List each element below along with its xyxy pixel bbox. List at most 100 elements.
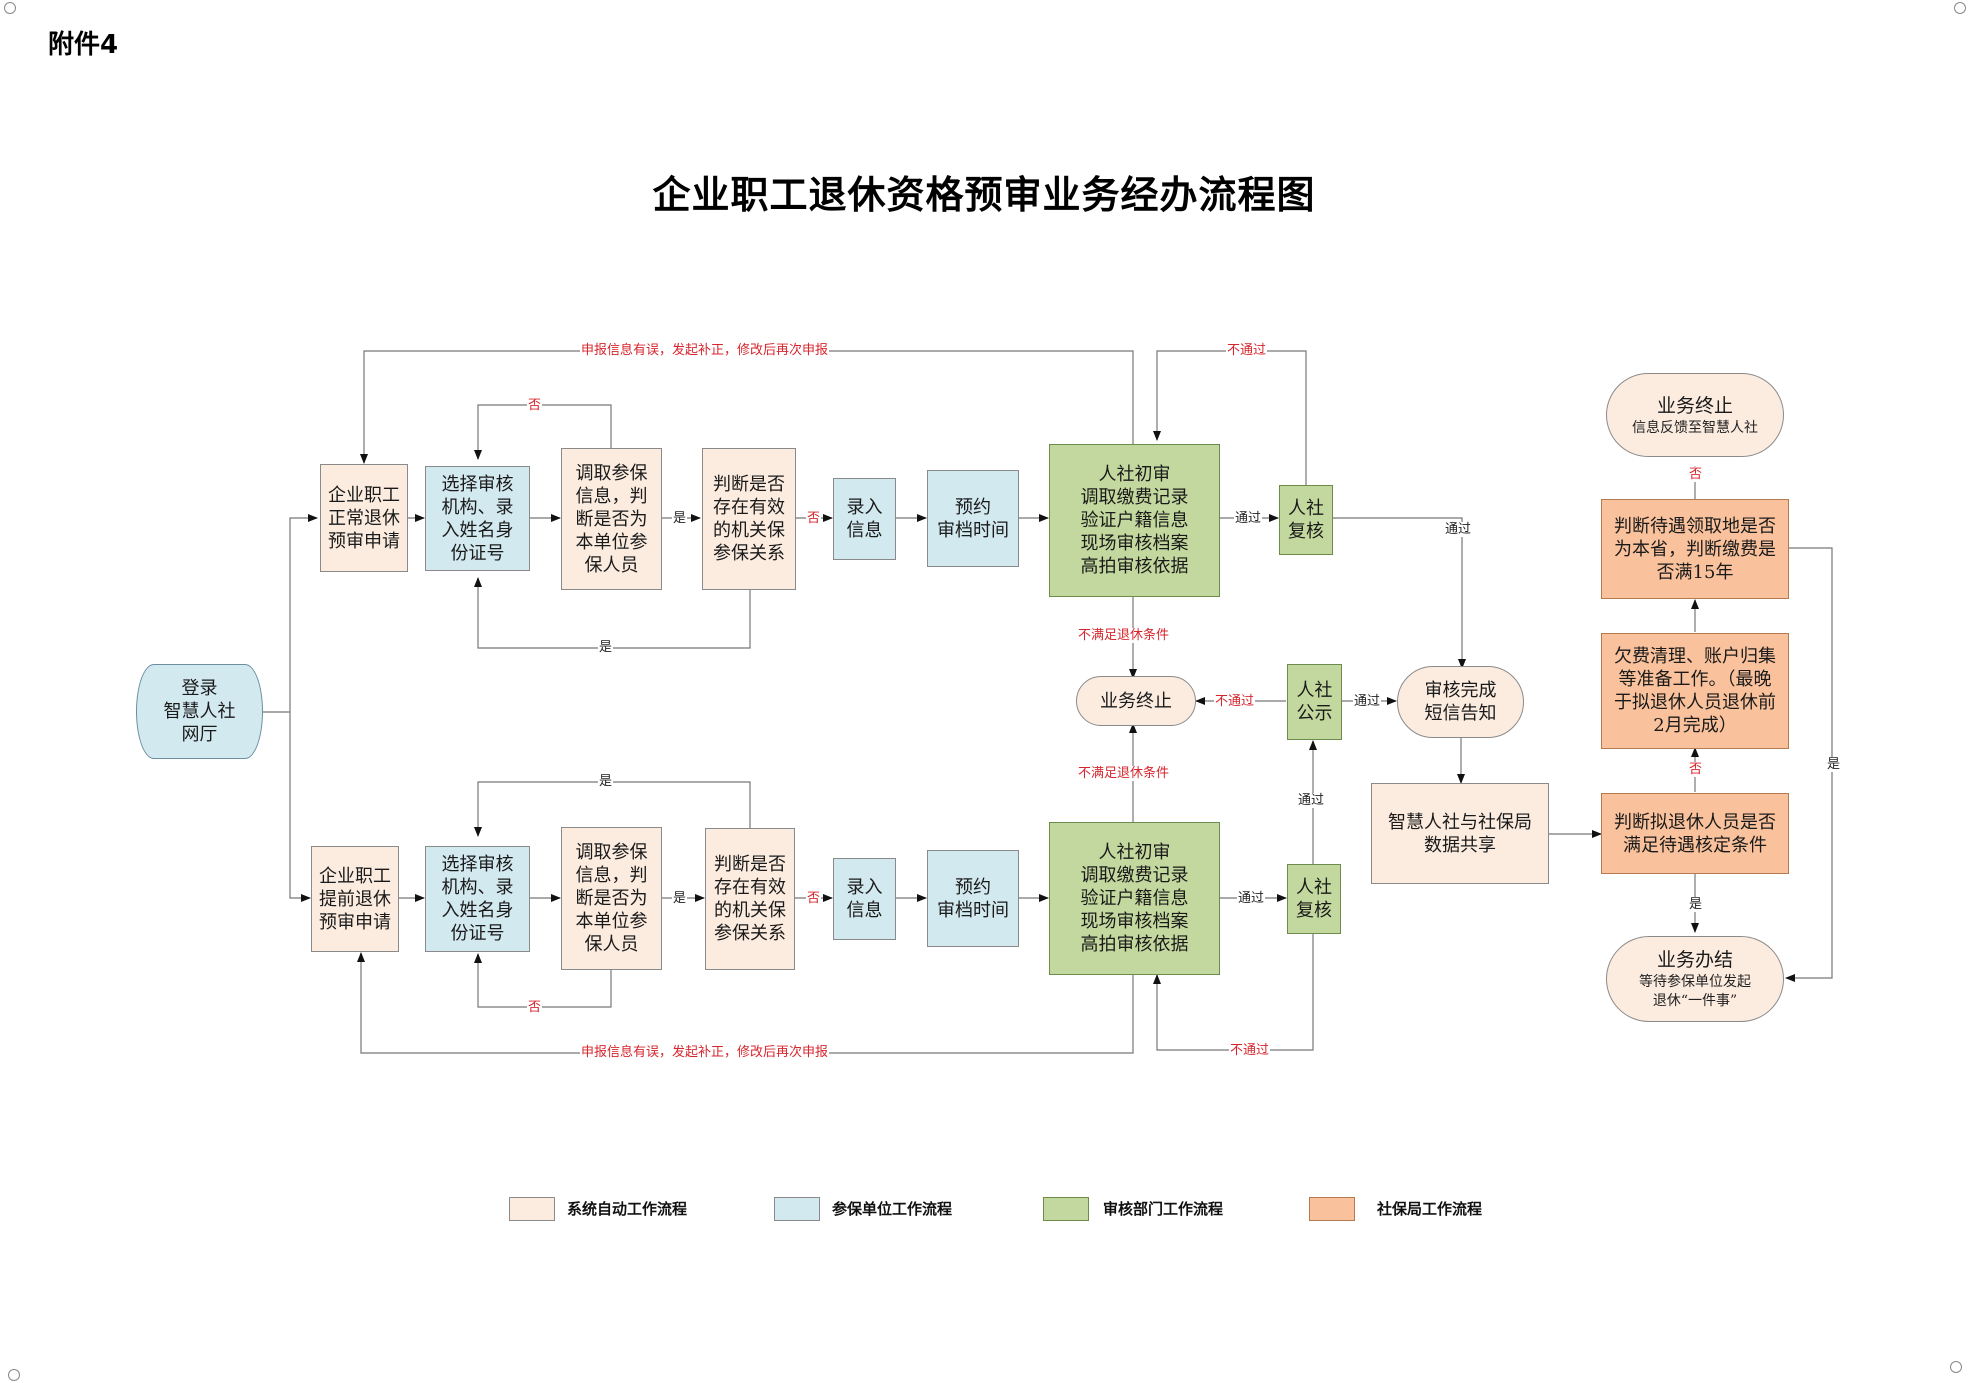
legend-swatch-social-security xyxy=(1309,1197,1355,1221)
edge-label-fail: 不通过 xyxy=(1214,694,1256,709)
edge-label-yes: 是 xyxy=(598,774,614,789)
node-label: 录入 信息 xyxy=(846,877,883,921)
edge-label-pass: 通过 xyxy=(1297,793,1326,808)
node-label: 预约 审档时间 xyxy=(937,496,1009,541)
legend-label-unit: 参保单位工作流程 xyxy=(832,1200,953,1218)
fetch-insurance-node-bottom[interactable]: 调取参保 信息，判 断是否为 本单位参 保人员 xyxy=(561,827,662,970)
page-title: 企业职工退休资格预审业务经办流程图 xyxy=(652,172,1316,217)
complete-node[interactable]: 业务办结 等待参保单位发起 退休“一件事” xyxy=(1606,936,1784,1022)
node-label: 判断是否 存在有效 的机关保 参保关系 xyxy=(713,474,785,564)
data-share-node[interactable]: 智慧人社与社保局 数据共享 xyxy=(1371,783,1549,884)
node-subtitle: 信息反馈至智慧人社 xyxy=(1632,419,1758,436)
normal-retire-apply-node[interactable]: 企业职工 正常退休 预审申请 xyxy=(320,464,408,572)
edge-label-pass: 通过 xyxy=(1234,511,1263,526)
book-time-node-top[interactable]: 预约 审档时间 xyxy=(927,470,1019,567)
edge-label-pass: 通过 xyxy=(1353,694,1382,709)
edge-label-no: 否 xyxy=(527,398,543,413)
edge-label-pass: 通过 xyxy=(1237,891,1266,906)
edge-resubmit-top xyxy=(360,350,1134,464)
edge-label-resubmit-bottom: 申报信息有误，发起补正，修改后再次申报 xyxy=(580,1045,830,1060)
terminate-node-top[interactable]: 业务终止 信息反馈至智慧人社 xyxy=(1606,373,1784,457)
legend-swatch-review xyxy=(1043,1197,1089,1221)
node-label: 企业职工 提前退休 预审申请 xyxy=(319,865,391,933)
edge-label-yes: 是 xyxy=(1688,897,1704,912)
edge-label-no: 否 xyxy=(806,891,822,906)
node-label: 人社 复核 xyxy=(1288,498,1324,542)
edge-judge-yes xyxy=(474,577,751,649)
edge-label-yes: 是 xyxy=(598,640,614,655)
initial-review-node-top[interactable]: 人社初审 调取缴费记录 验证户籍信息 现场审核档案 高拍审核依据 xyxy=(1049,444,1220,597)
login-label: 登录 智慧人社 网厅 xyxy=(163,678,236,745)
early-retire-apply-node[interactable]: 企业职工 提前退休 预审申请 xyxy=(311,846,399,952)
edge-label-resubmit-top: 申报信息有误，发起补正，修改后再次申报 xyxy=(580,343,830,358)
node-label: 调取参保 信息，判 断是否为 本单位参 保人员 xyxy=(575,462,648,576)
legend-swatch-unit xyxy=(774,1197,820,1221)
node-label: 人社初审 调取缴费记录 验证户籍信息 现场审核档案 高拍审核依据 xyxy=(1080,464,1189,577)
select-org-node-bottom[interactable]: 选择审核 机构、录 入姓名身 份证号 xyxy=(425,846,530,952)
edge-label-not-eligible: 不满足退休条件 xyxy=(1077,766,1171,781)
entry-info-node-bottom[interactable]: 录入 信息 xyxy=(833,858,896,940)
legend-label-review: 审核部门工作流程 xyxy=(1103,1200,1224,1218)
edge-fetch-no xyxy=(474,404,612,462)
edge-to-normal xyxy=(289,514,318,712)
edge-label-pass: 通过 xyxy=(1444,522,1473,537)
recheck-node-bottom[interactable]: 人社 复核 xyxy=(1287,864,1341,934)
node-label: 录入 信息 xyxy=(846,497,883,541)
edge-recheck-pass-top xyxy=(1332,517,1466,669)
edge-judge-yes-b xyxy=(474,781,751,837)
fetch-insurance-node-top[interactable]: 调取参保 信息，判 断是否为 本单位参 保人员 xyxy=(561,448,662,590)
node-label: 人社 公示 xyxy=(1296,680,1333,724)
node-label: 欠费清理、账户归集 等准备工作。（最晚 于拟退休人员退休前 2月完成） xyxy=(1614,646,1776,736)
node-label: 判断待遇领取地是否 为本省，判断缴费是 否满15年 xyxy=(1614,515,1776,583)
node-subtitle: 等待参保单位发起 退休“一件事” xyxy=(1639,974,1751,1009)
edge-label-not-eligible: 不满足退休条件 xyxy=(1077,628,1171,643)
node-label: 判断拟退休人员是否 满足待遇核定条件 xyxy=(1614,811,1776,856)
judge-relation-node-bottom[interactable]: 判断是否 存在有效 的机关保 参保关系 xyxy=(705,828,795,970)
edge-label-no: 否 xyxy=(806,511,822,526)
select-org-node-top[interactable]: 选择审核 机构、录 入姓名身 份证号 xyxy=(425,466,530,571)
corner-mark xyxy=(1950,1361,1962,1373)
edge-label-no: 否 xyxy=(1688,762,1704,777)
legend-label-system: 系统自动工作流程 xyxy=(567,1200,688,1218)
node-label: 业务终止 xyxy=(1100,690,1172,712)
book-time-node-bottom[interactable]: 预约 审档时间 xyxy=(927,850,1019,947)
publicity-node[interactable]: 人社 公示 xyxy=(1287,664,1342,740)
legend-swatch-system xyxy=(509,1197,555,1221)
node-label: 人社初审 调取缴费记录 验证户籍信息 现场审核档案 高拍审核依据 xyxy=(1080,842,1189,955)
node-label: 审核完成 短信告知 xyxy=(1424,680,1497,724)
node-label: 预约 审档时间 xyxy=(937,876,1009,921)
node-label: 选择审核 机构、录 入姓名身 份证号 xyxy=(441,854,514,944)
node-label: 选择审核 机构、录 入姓名身 份证号 xyxy=(441,473,514,564)
judge-local-node[interactable]: 判断待遇领取地是否 为本省，判断缴费是 否满15年 xyxy=(1601,499,1789,599)
node-label: 人社 复核 xyxy=(1296,877,1332,921)
node-label: 调取参保 信息，判 断是否为 本单位参 保人员 xyxy=(575,842,648,955)
edge-label-yes: 是 xyxy=(672,511,688,526)
node-label: 智慧人社与社保局 数据共享 xyxy=(1388,811,1532,856)
edge-label-yes: 是 xyxy=(1826,757,1842,772)
judge-eligible-node[interactable]: 判断拟退休人员是否 满足待遇核定条件 xyxy=(1601,793,1789,874)
login-node[interactable]: 登录 智慧人社 网厅 xyxy=(136,664,263,759)
corner-mark xyxy=(1954,2,1966,14)
edge-label-yes: 是 xyxy=(672,891,688,906)
entry-info-node-top[interactable]: 录入 信息 xyxy=(833,478,896,560)
node-label: 企业职工 正常退休 预审申请 xyxy=(328,484,400,552)
edge-label-fail: 不通过 xyxy=(1229,1043,1271,1058)
node-label: 判断是否 存在有效 的机关保 参保关系 xyxy=(714,854,786,944)
edge-fetch-no-b xyxy=(474,953,612,1008)
edge-to-early xyxy=(289,712,311,902)
legend-label-social-security: 社保局工作流程 xyxy=(1377,1200,1483,1218)
node-title: 业务终止 xyxy=(1656,394,1733,417)
judge-relation-node-top[interactable]: 判断是否 存在有效 的机关保 参保关系 xyxy=(702,448,796,590)
node-title: 业务办结 xyxy=(1656,949,1733,971)
corner-mark xyxy=(4,2,16,14)
edge-label-no: 否 xyxy=(1688,467,1704,482)
sms-notify-node[interactable]: 审核完成 短信告知 xyxy=(1397,666,1524,738)
attachment-label: 附件4 xyxy=(48,30,119,60)
terminate-node-mid[interactable]: 业务终止 xyxy=(1076,676,1196,726)
initial-review-node-bottom[interactable]: 人社初审 调取缴费记录 验证户籍信息 现场审核档案 高拍审核依据 xyxy=(1049,822,1220,975)
prepare-work-node[interactable]: 欠费清理、账户归集 等准备工作。（最晚 于拟退休人员退休前 2月完成） xyxy=(1601,633,1789,749)
corner-mark xyxy=(8,1369,20,1381)
edge-label-fail: 不通过 xyxy=(1226,343,1268,358)
recheck-node-top[interactable]: 人社 复核 xyxy=(1279,485,1333,555)
